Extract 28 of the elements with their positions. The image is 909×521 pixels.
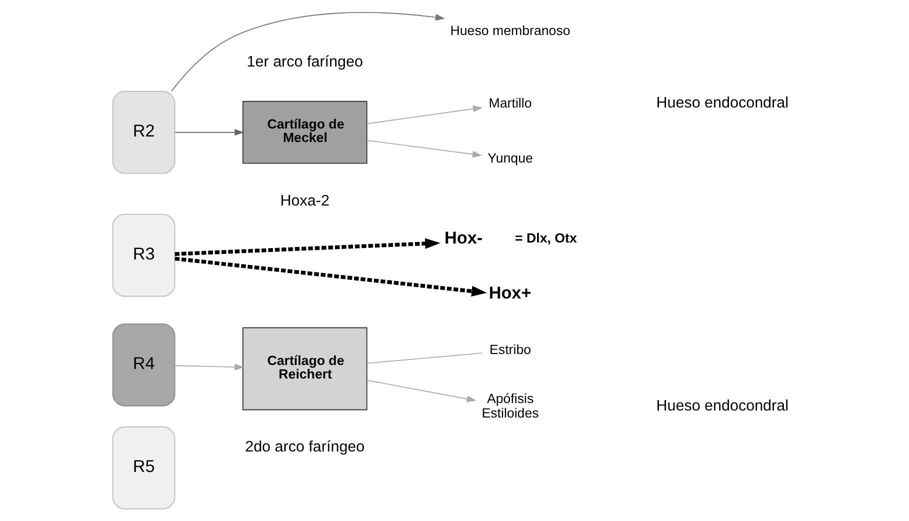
arrow [366, 106, 482, 124]
node-text: Apófisis Estiloides [481, 391, 538, 421]
label: Hueso endocondral [656, 94, 788, 112]
label: Hueso endocondral [656, 397, 788, 414]
label: Hoxa-2 [280, 192, 329, 210]
arrow [174, 364, 244, 370]
node-box: R4 [112, 323, 175, 406]
label: 1er arco faríngeo [246, 53, 362, 70]
node-box: R5 [112, 426, 175, 510]
arrow [174, 238, 440, 256]
arrow [366, 380, 476, 402]
node-text: Hueso membranoso [450, 22, 570, 38]
node-box: Cartílago de Meckel [242, 100, 367, 164]
node-box: R2 [112, 90, 175, 174]
node-text: Martillo [488, 95, 532, 110]
node-text: Hox+ [488, 282, 531, 303]
arrow [366, 140, 482, 158]
node-text: Yunque [487, 150, 532, 166]
node-box: R3 [112, 214, 175, 297]
arrow [170, 12, 444, 92]
label: 2do arco faríngeo [244, 438, 364, 456]
node-text: Hox- [444, 227, 482, 248]
node-label: = Dlx, Otx [514, 230, 576, 246]
connector [366, 352, 482, 364]
arrow [174, 129, 244, 136]
arrow [174, 256, 486, 297]
node-text: Estribo [489, 342, 531, 358]
node-box: Cartílago de Reichert [242, 327, 367, 410]
